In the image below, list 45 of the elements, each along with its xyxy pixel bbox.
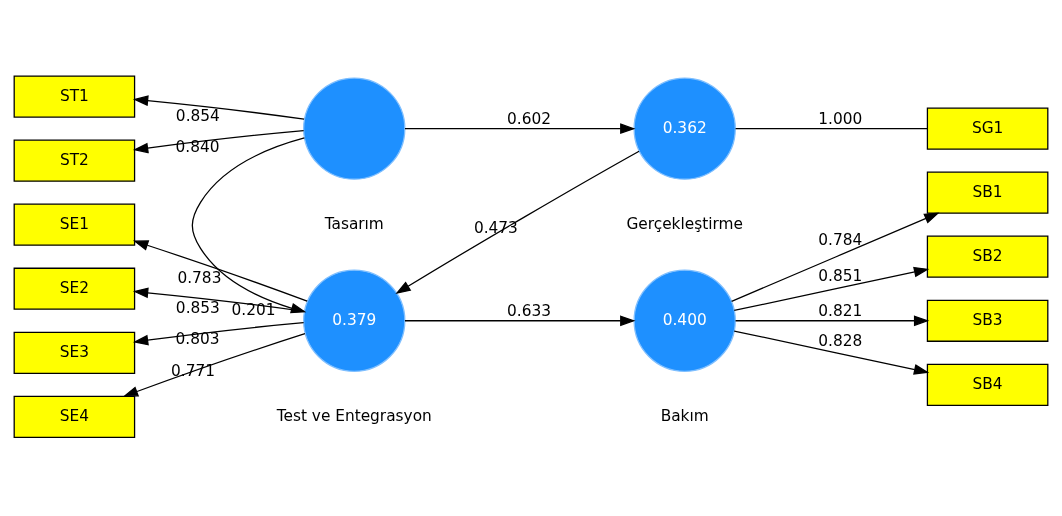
node-circle: 0.400 [633,269,736,372]
arrow [122,333,306,397]
node-label: Test ve Entegrasyon [276,406,432,425]
arrow [734,315,930,327]
edge-label: 0.821 [818,302,863,321]
node-label: Gerçekleştirme [626,214,743,233]
arrow [404,315,636,327]
node-box: SE2 [13,267,136,310]
node-circle: 0.362 [633,77,736,180]
node-label: Tasarım [324,214,384,233]
node-circle [303,77,406,180]
arrow [730,212,940,302]
edge-label: 0.854 [175,106,220,125]
node-circle: 0.379 [303,269,406,372]
edge-label: 0.828 [818,331,863,350]
edge-label: 0.633 [507,302,552,321]
arrow [733,266,930,312]
edge-label: 0.201 [231,300,276,319]
node-box: SB2 [926,235,1049,278]
edge-label: 0.840 [175,137,220,156]
node-box: SB1 [926,171,1049,214]
arrow [132,95,305,120]
arrow [733,330,930,375]
edge-label: 0.851 [818,266,863,285]
node-box: SB3 [926,299,1049,342]
node-box: ST2 [13,139,136,182]
arrow [395,150,640,295]
edge-label: 0.602 [507,110,552,129]
node-box: SB4 [926,363,1049,406]
arrow [132,240,308,302]
edge-label: 0.783 [177,268,222,287]
node-box: SE3 [13,331,136,374]
node-box: ST1 [13,75,136,118]
connector [734,128,928,130]
node-label: Bakım [660,406,709,425]
node-box: SE1 [13,203,136,246]
edge-label: 0.853 [175,298,220,317]
edge-label: 0.803 [175,329,220,348]
node-box: SG1 [926,107,1049,150]
arrow [132,322,305,346]
edge-label: 0.784 [818,230,863,249]
edge-label: 1.000 [818,110,863,129]
node-box: SE4 [13,395,136,438]
arrow [132,129,305,154]
arrow [404,123,636,135]
